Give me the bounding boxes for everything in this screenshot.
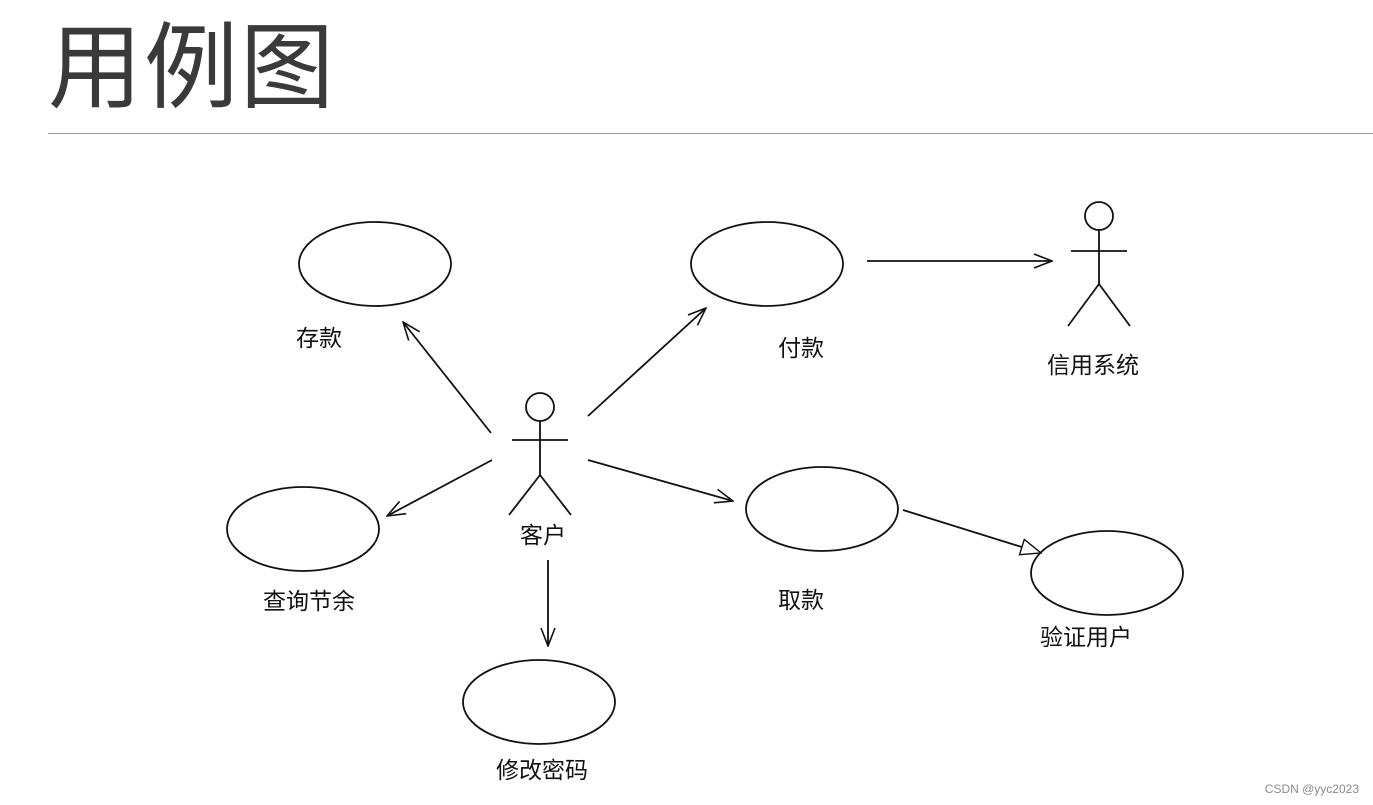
use-case-label-change-password: 修改密码: [496, 758, 588, 784]
use-case-change-password: [462, 659, 616, 745]
association-customer-deposit: [403, 322, 492, 434]
use-case-label-deposit: 存款: [296, 326, 342, 352]
title-divider: [48, 133, 1373, 134]
use-case-label-verify-user: 验证用户: [1040, 625, 1132, 651]
association-customer-withdraw: [587, 459, 733, 501]
use-case-withdraw: [745, 466, 899, 552]
use-case-label-withdraw: 取款: [778, 588, 824, 614]
association-customer-query-balance: [387, 459, 493, 516]
use-case-query-balance: [226, 486, 380, 572]
actor-label-customer: 客户: [520, 523, 566, 549]
include-withdraw-verify-user: [902, 509, 1041, 553]
use-case-deposit: [298, 221, 452, 307]
actor-label-credit-system: 信用系统: [1047, 353, 1139, 379]
watermark: CSDN @yyc2023: [1264, 782, 1359, 796]
page-title: 用例图: [48, 14, 337, 123]
use-case-verify-user: [1030, 530, 1184, 616]
use-case-payment: [690, 221, 844, 307]
actor-credit-system-figure: [1067, 201, 1131, 327]
actor-customer-figure: [508, 392, 572, 516]
use-case-label-payment: 付款: [778, 336, 824, 362]
association-customer-payment: [587, 308, 706, 417]
use-case-label-query-balance: 查询节余: [263, 589, 355, 615]
